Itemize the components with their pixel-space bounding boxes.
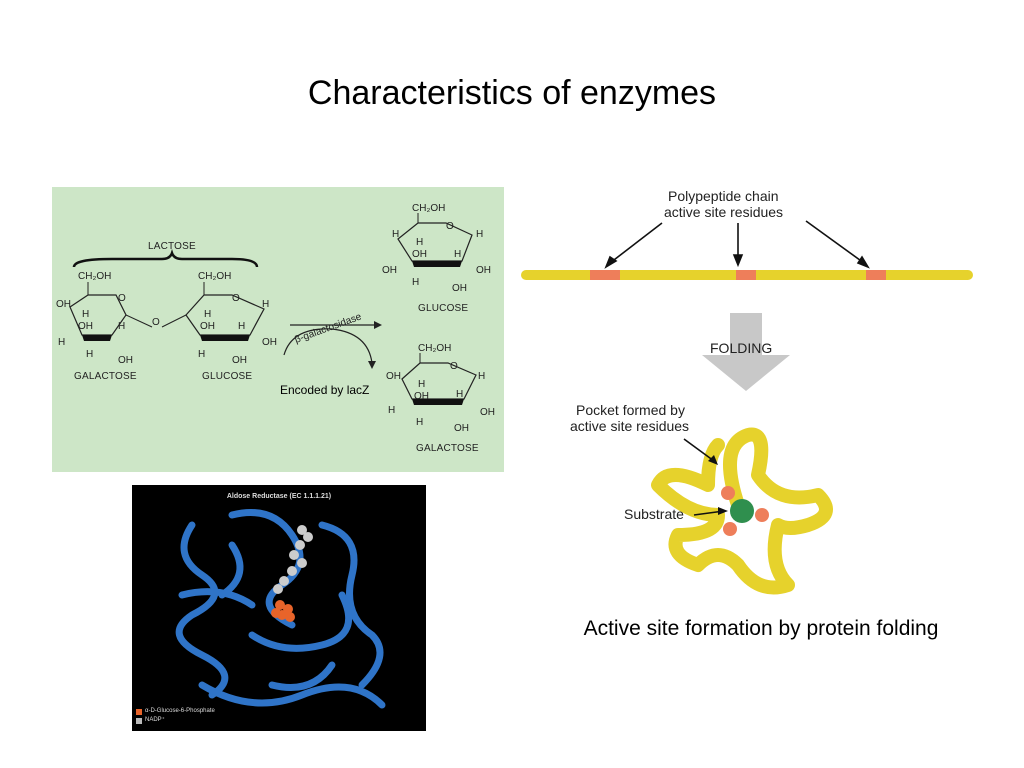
glucose-oh-1: OH: [200, 321, 215, 332]
glucose-oh-3: OH: [232, 355, 247, 366]
product-galactose-h-5: H: [416, 417, 423, 428]
glucose-ring-o: O: [232, 293, 240, 304]
pocket-label-1: Pocket formed by: [576, 402, 685, 418]
product-galactose-label: GALACTOSE: [416, 443, 479, 454]
lactose-label: LACTOSE: [148, 241, 196, 252]
glucose-ring: CH₂OH O H H OH H OH H OH GLUCOSE: [185, 271, 277, 382]
pocket-label-2: active site residues: [570, 418, 689, 434]
product-galactose-oh-1: OH: [386, 371, 401, 382]
slide-title: Characteristics of enzymes: [307, 74, 717, 112]
protein-legend: α-D-Glucose-6-Phosphate NADP⁺: [136, 707, 215, 725]
protein-structure-image: Aldose Reductase (EC 1.1.1.21) α-D-Gluco…: [132, 485, 426, 731]
product-galactose-oh-4: OH: [454, 423, 469, 434]
pocket-residue-3: [723, 522, 737, 536]
product-glucose-oh-2: OH: [476, 265, 491, 276]
substrate-label: Substrate: [624, 506, 684, 522]
product-glucose-h-3: H: [416, 237, 423, 248]
lactose-hydrolysis-diagram: LACTOSE CH₂OH O OH H OH H H H OH GALACTO…: [52, 187, 504, 472]
lactose-structures-svg: LACTOSE CH₂OH O OH H OH H H H OH GALACTO…: [56, 203, 495, 454]
glucose-ch2oh: CH₂OH: [198, 271, 231, 282]
product-glucose-ring: CH₂OH O H H H OH H OH OH H OH GLUCOSE: [382, 203, 491, 314]
galactose-oh-1: OH: [56, 299, 71, 310]
product-glucose-h-1: H: [476, 229, 483, 240]
lactose-brace: [72, 249, 259, 268]
protein-folding-diagram: Polypeptide chain active site residues F…: [518, 185, 978, 605]
galactose-ring: CH₂OH O OH H OH H H H OH GALACTOSE: [56, 271, 137, 382]
product-galactose-h-3: H: [456, 389, 463, 400]
folded-protein: [651, 427, 833, 595]
product-galactose-ring: CH₂OH O H OH H OH H OH H H OH GALACTOSE: [386, 343, 495, 454]
enzyme-label: β-galactosidase: [293, 311, 363, 346]
product-glucose-label: GLUCOSE: [418, 303, 468, 314]
galactose-h-4: H: [86, 349, 93, 360]
galactose-h-3: H: [58, 337, 65, 348]
protein-ribbon-svg: [175, 509, 386, 709]
encoded-by-label: Encoded by lacZ: [280, 383, 370, 397]
galactose-h-1: H: [82, 309, 89, 320]
product-glucose-oh-4: OH: [452, 283, 467, 294]
product-glucose-ch2oh: CH₂OH: [412, 203, 445, 214]
chain-label-1: Polypeptide chain: [668, 188, 779, 204]
legend-item-nadp: NADP⁺: [136, 716, 215, 725]
protein-image-title: Aldose Reductase (EC 1.1.1.21): [226, 493, 332, 500]
product-glucose-h-2: H: [392, 229, 399, 240]
glucose-h-1: H: [262, 299, 269, 310]
product-galactose-ring-o: O: [450, 361, 458, 372]
folding-label: FOLDING: [710, 340, 772, 356]
glucose-label: GLUCOSE: [202, 371, 252, 382]
galactose-ch2oh: CH₂OH: [78, 271, 111, 282]
product-galactose-oh-2: OH: [414, 391, 429, 402]
product-glucose-ring-o: O: [446, 221, 454, 232]
folding-caption: Active site formation by protein folding: [583, 617, 939, 640]
pocket-residue-2: [755, 508, 769, 522]
glucose-h-2: H: [204, 309, 211, 320]
glucose-h-3: H: [238, 321, 245, 332]
glucose-h-4: H: [198, 349, 205, 360]
pocket-residue-1: [721, 486, 735, 500]
product-galactose-h-2: H: [418, 379, 425, 390]
chain-label-2: active site residues: [664, 204, 783, 220]
legend-item-glucose-6-phosphate: α-D-Glucose-6-Phosphate: [136, 707, 215, 716]
galactose-h-2: H: [118, 321, 125, 332]
glycosidic-o: O: [152, 317, 160, 328]
product-glucose-oh-3: OH: [382, 265, 397, 276]
galactose-label: GALACTOSE: [74, 371, 137, 382]
product-galactose-ch2oh: CH₂OH: [418, 343, 451, 354]
product-galactose-oh-3: OH: [480, 407, 495, 418]
product-galactose-h-4: H: [388, 405, 395, 416]
glucose-oh-2: OH: [262, 337, 277, 348]
folding-svg: Polypeptide chain active site residues F…: [521, 188, 973, 595]
substrate-blob: [730, 499, 754, 523]
folding-arrow: [702, 313, 790, 391]
product-glucose-oh-1: OH: [412, 249, 427, 260]
galactose-oh-3: OH: [118, 355, 133, 366]
galactose-ring-o: O: [118, 293, 126, 304]
galactose-oh-2: OH: [78, 321, 93, 332]
reaction-arrow-curve: [283, 328, 373, 364]
product-glucose-h-5: H: [412, 277, 419, 288]
product-glucose-h-4: H: [454, 249, 461, 260]
product-galactose-h-1: H: [478, 371, 485, 382]
